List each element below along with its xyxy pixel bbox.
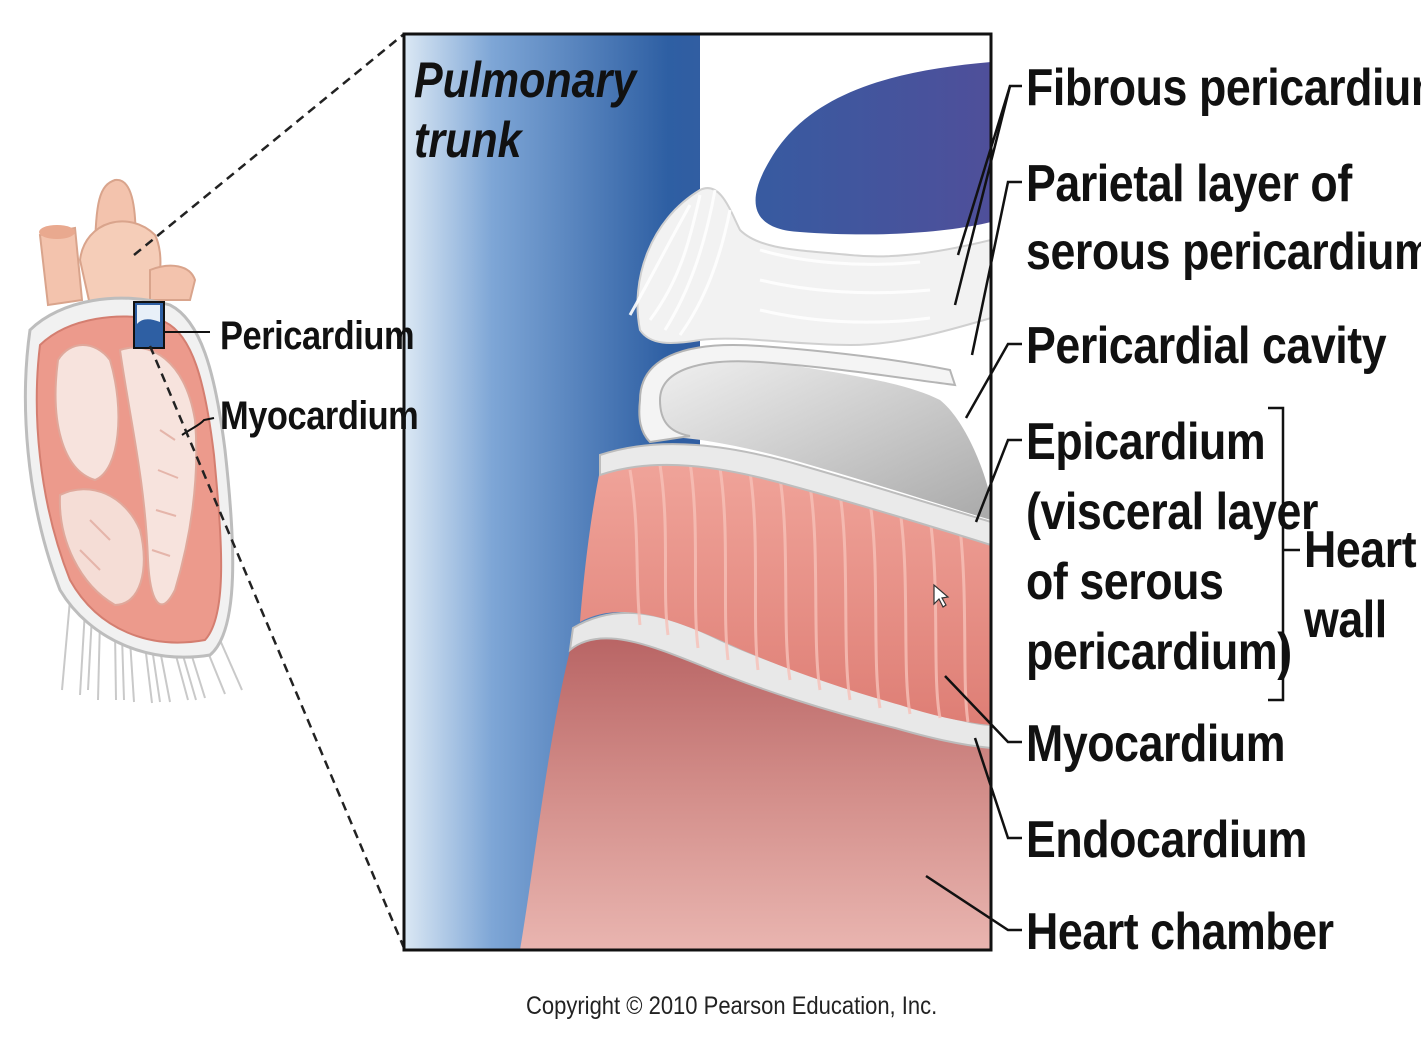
label-pericardial-cavity: Pericardial cavity (1026, 317, 1387, 375)
epicardium-band (599, 443, 991, 547)
parietal-layer-band (638, 344, 957, 444)
label-epicardium-line1: Epicardium (1026, 413, 1266, 471)
myocardium-leader-right (944, 675, 1022, 744)
heart-overview (23, 178, 243, 704)
vessel-left (38, 226, 84, 307)
inset-title-line2: trunk (414, 112, 522, 168)
myocardium-striations (628, 461, 970, 723)
inset-frame (402, 32, 993, 952)
zoom-projection-bottom (148, 345, 406, 949)
label-parietal-line2: serous pericardium (1026, 223, 1421, 281)
pericardial-cavity-region (643, 356, 991, 520)
epicardium-leader (974, 438, 1022, 523)
heart-chamber-region (520, 634, 991, 950)
label-heart-wall-line1: Heart (1304, 521, 1417, 579)
label-myocardium: Myocardium (1026, 715, 1286, 773)
label-epicardium-line4: pericardium) (1026, 623, 1292, 681)
label-myocardium-overview: Myocardium (220, 394, 419, 438)
label-pericardium: Pericardium (220, 314, 415, 358)
pulmonary-trunk-small (78, 220, 162, 307)
mouse-cursor-icon (933, 583, 950, 608)
label-epicardium-line2: (visceral layer (1026, 483, 1318, 541)
label-epicardium-line3: of serous (1026, 553, 1224, 611)
parietal-leader (970, 180, 1022, 356)
heart-wall-inset (404, 34, 991, 950)
copyright-notice: Copyright © 2010 Pearson Education, Inc. (526, 992, 938, 1020)
fibrous-strands (628, 189, 931, 336)
leader-lines (925, 84, 1300, 932)
zoom-projection-top (133, 33, 405, 256)
label-endocardium: Endocardium (1026, 811, 1308, 869)
heart-wall-bracket (1268, 406, 1285, 702)
fibrous-pericardium-leader-b (956, 85, 1012, 256)
label-heart-wall-line2: wall (1304, 591, 1387, 649)
label-heart-chamber: Heart chamber (1026, 903, 1334, 961)
inset-title: Pulmonary trunk (414, 50, 636, 170)
heart-chamber-leader (925, 874, 1022, 932)
label-fibrous-pericardium: Fibrous pericardium (1026, 59, 1421, 117)
inset-title-line1: Pulmonary (414, 52, 637, 108)
label-parietal-line1: Parietal layer of (1026, 155, 1352, 213)
myocardium-leader (181, 417, 215, 436)
endocardium-leader (973, 737, 1022, 840)
pericardial-cavity-leader (964, 342, 1022, 419)
